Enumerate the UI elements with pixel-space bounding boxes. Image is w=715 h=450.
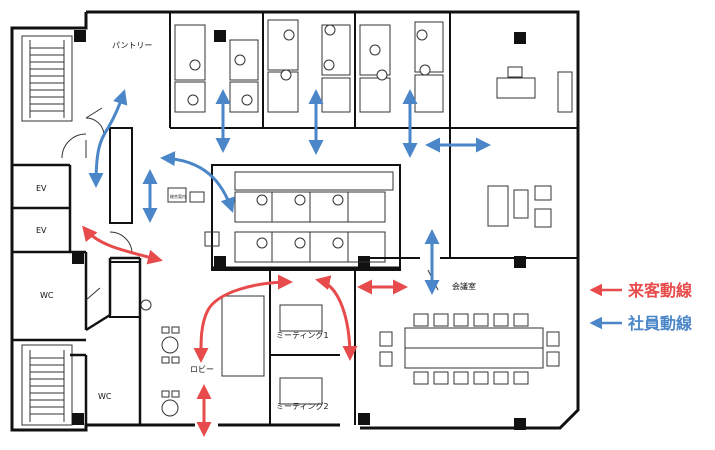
reception-sign: 総合案内 [170, 193, 186, 199]
staff-flow-arrows [88, 89, 491, 295]
meeting-tables [221, 295, 323, 405]
legend: 来客動線 社員動線 [589, 281, 692, 333]
conference-table [404, 327, 544, 369]
meeting2-label: ミーティング2 [276, 401, 329, 411]
lounge-furniture [487, 66, 573, 228]
ev-lower-label: EV [36, 226, 47, 235]
visitor-arrow-ev [82, 225, 163, 265]
staff-arrow-pantry [88, 89, 128, 188]
center-workstations [211, 164, 401, 271]
conference-label: 会議室 [452, 281, 476, 291]
wc-left-label: WC [40, 291, 54, 300]
staff-arrow-reception [160, 151, 236, 213]
stairs-lower [21, 344, 73, 426]
visitor-flow-arrows [82, 225, 408, 437]
visitor-arrow-meeting [315, 275, 358, 361]
lobby-label: ロビー [190, 365, 214, 374]
legend-visitor-label: 来客動線 [627, 281, 692, 300]
meeting1-label: ミーティング1 [276, 330, 329, 340]
wc-bottom-label: WC [98, 392, 112, 401]
ev-upper-label: EV [36, 184, 47, 193]
center-desks [234, 171, 394, 263]
center-chairs [256, 194, 344, 249]
legend-staff-label: 社員動線 [627, 314, 692, 333]
conference-chairs [379, 313, 560, 385]
stairs-upper [21, 35, 73, 122]
doors [61, 107, 439, 301]
visitor-arrow-lobby-curve [193, 274, 293, 363]
lobby-tables [140, 299, 180, 417]
elevator-partitions [109, 127, 141, 318]
outer-walls [10, 10, 580, 432]
pantry-label: パントリー [112, 41, 152, 50]
chairs-top [187, 24, 431, 106]
